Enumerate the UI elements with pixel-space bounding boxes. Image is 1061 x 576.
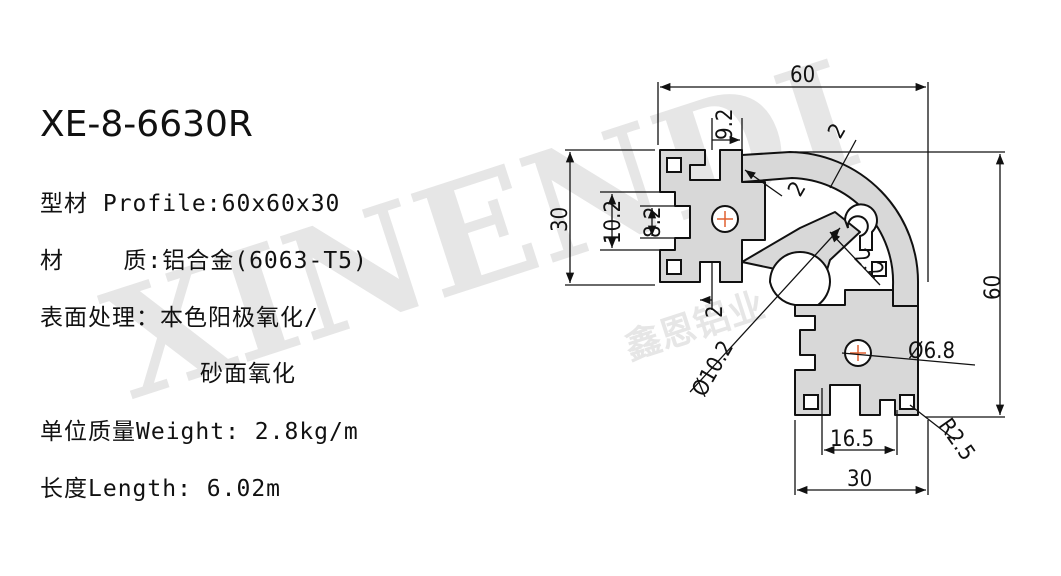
dim-slot-left-a: 10.2 xyxy=(601,200,626,244)
model-number: XE-8-6630R xyxy=(40,104,253,145)
large-hole xyxy=(768,251,832,306)
dim-width-bottom: 30 xyxy=(847,467,872,492)
dim-height-left: 30 xyxy=(548,207,573,232)
spec-surface-line2: 砂面氧化 xyxy=(200,361,296,387)
corner-cavity-bl xyxy=(666,259,682,275)
spec-profile: 型材 Profile:60x60x30 xyxy=(40,191,341,217)
dim-radius: R2.5 xyxy=(933,414,979,465)
corner-cavity-mid xyxy=(871,261,887,277)
dim-wall-top: 2 xyxy=(824,120,852,143)
c-slot xyxy=(843,203,878,251)
dim-wall-mid: 2 xyxy=(784,178,812,201)
dim-slot-left-b: 8.2 xyxy=(641,207,666,238)
corner-cavity-lb xyxy=(803,394,819,410)
corner-cavity-tl xyxy=(666,157,682,173)
spec-length: 长度Length: 6.02m xyxy=(40,476,282,502)
dim-slot-bottom: 16.5 xyxy=(830,427,874,452)
spec-surface-line1: 表面处理：本色阳极氧化/ xyxy=(40,305,319,331)
dim-slot-top: 9.2 xyxy=(713,109,738,140)
spec-weight: 单位质量Weight: 2.8kg/m xyxy=(40,419,359,445)
dim-wall-lower: 2 xyxy=(703,305,728,318)
spec-material: 材 质:铝合金(6063-T5) xyxy=(40,248,368,274)
dim-height-right: 60 xyxy=(981,275,1006,300)
profile-drawing: 60 9.2 2 2 30 10.2 8.2 2.2 2 Ø10.2 Ø6.8 … xyxy=(548,63,1006,495)
dim-width-top: 60 xyxy=(790,63,815,88)
dim-hole-small: Ø6.8 xyxy=(908,339,955,364)
dim-hole-large: Ø10.2 xyxy=(688,337,739,401)
dim-inner-wall: 2.2 xyxy=(849,245,889,285)
